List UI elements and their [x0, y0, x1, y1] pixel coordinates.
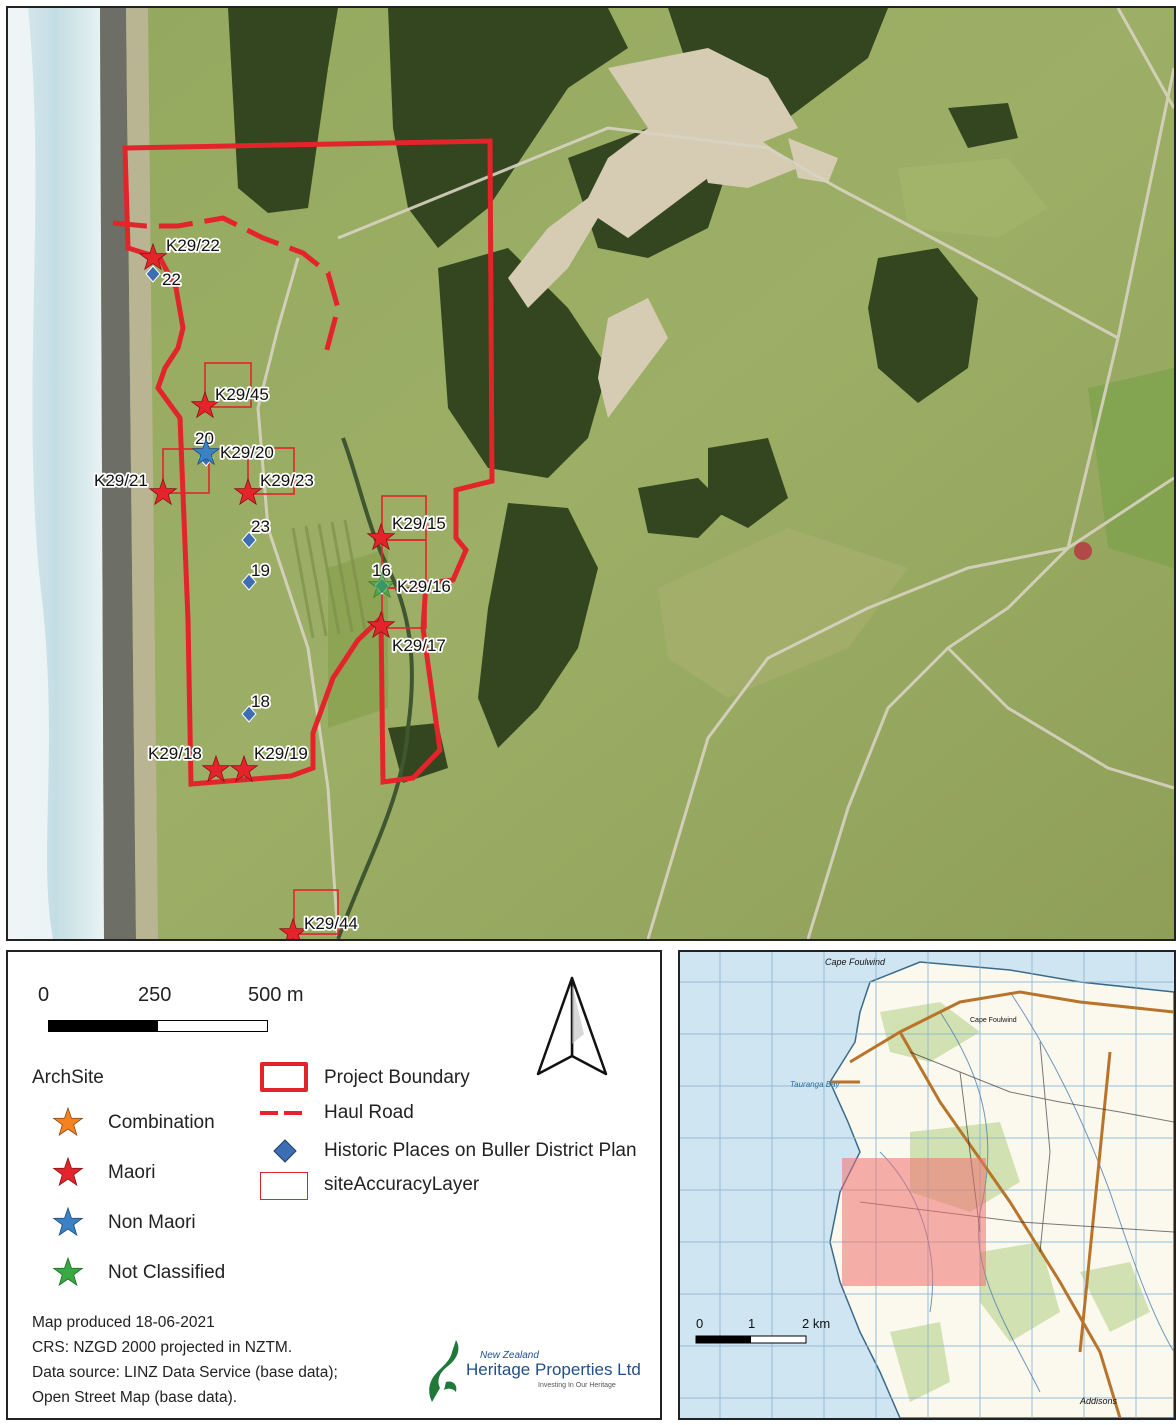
site-label: K29/44 — [304, 914, 358, 933]
historic-place-label: 19 — [251, 561, 270, 580]
historic-place-marker[interactable] — [241, 705, 257, 723]
roads — [256, 8, 1174, 939]
not-classified-star-icon — [52, 1256, 84, 1287]
paddock — [658, 528, 908, 698]
maori-site-star[interactable] — [190, 390, 220, 419]
project-boundary — [122, 138, 495, 787]
haul-road — [112, 215, 341, 354]
place-label: Tauranga Bay — [790, 1080, 841, 1089]
scale-bar — [48, 1020, 268, 1032]
site-accuracy-swatch — [260, 1172, 308, 1200]
historic-place-label: 22 — [162, 270, 181, 289]
historic-place-diamond-icon — [273, 1139, 297, 1163]
surf-foam — [8, 8, 53, 939]
main-map[interactable]: 22 20 23 19 16 18 K29/22 K29/45 K29/20 K… — [6, 6, 1176, 941]
maori-site-star[interactable] — [148, 477, 178, 506]
layer-label: Project Boundary — [324, 1067, 470, 1088]
historic-place-label: 18 — [251, 692, 270, 711]
logo-line2: Heritage Properties Ltd — [466, 1360, 641, 1379]
project-boundary-swatch — [260, 1062, 308, 1092]
layer-label: Historic Places on Buller District Plan — [324, 1140, 637, 1161]
locator-map[interactable]: Cape Foulwind Cape Foulwind Tauranga Bay… — [678, 950, 1176, 1420]
map-note: CRS: NZGD 2000 projected in NZTM. — [32, 1339, 293, 1356]
layer-label: siteAccuracyLayer — [324, 1174, 480, 1195]
site-label: K29/16 — [397, 577, 451, 596]
north-arrow-icon — [536, 976, 608, 1076]
site-label: K29/20 — [220, 443, 274, 462]
maori-site-star[interactable] — [278, 917, 308, 939]
site-label: K29/17 — [392, 636, 446, 655]
site-label: K29/22 — [166, 236, 220, 255]
place-label: Cape Foulwind — [970, 1017, 1017, 1024]
haul-road-swatch — [260, 1111, 308, 1115]
historic-place-label: 16 — [372, 561, 391, 580]
site-label: K29/21 — [94, 471, 148, 490]
archsite-label: Combination — [108, 1112, 215, 1133]
locator-scale-label: 2 km — [802, 1316, 830, 1331]
archsite-label: Not Classified — [108, 1262, 226, 1283]
maori-site-star[interactable] — [138, 242, 168, 271]
layer-label: Haul Road — [324, 1102, 414, 1123]
site-label: K29/45 — [215, 385, 269, 404]
historic-place-label: 23 — [251, 517, 270, 536]
locator-scale-label: 0 — [696, 1316, 703, 1331]
maori-site-star[interactable] — [229, 754, 259, 783]
maori-star-icon — [52, 1156, 84, 1187]
stream — [336, 437, 414, 939]
place-label: Addisons — [1079, 1396, 1118, 1406]
legend-panel: 0 250 500 m ArchSite Combination Maori N… — [6, 950, 662, 1420]
maori-site-star[interactable] — [366, 522, 396, 551]
historic-place-marker[interactable] — [145, 265, 161, 283]
locator-roads — [830, 990, 1174, 1418]
maori-site-star[interactable] — [201, 754, 231, 783]
scale-label: 0 — [38, 984, 50, 1006]
logo-line3: Investing In Our Heritage — [538, 1382, 616, 1389]
scale-label: 250 — [138, 984, 172, 1006]
site-label: K29/23 — [260, 471, 314, 490]
maori-site-star[interactable] — [366, 610, 396, 639]
historic-place-label: 20 — [195, 429, 214, 448]
maori-site-star[interactable] — [233, 477, 263, 506]
logo-line1: New Zealand — [480, 1350, 539, 1361]
place-label: Cape Foulwind — [825, 957, 886, 967]
map-note: Open Street Map (base data). — [32, 1389, 238, 1406]
non-maori-star-icon — [52, 1206, 84, 1237]
archsite-label: Maori — [108, 1162, 156, 1183]
combination-star-icon — [52, 1106, 84, 1137]
heritage-logo-icon — [429, 1340, 459, 1402]
site-label: K29/15 — [392, 514, 446, 533]
locator-map-svg: Cape Foulwind Cape Foulwind Tauranga Bay… — [680, 952, 1174, 1418]
aerial-map-svg: 22 20 23 19 16 18 K29/22 K29/45 K29/20 K… — [8, 8, 1174, 939]
arch-sites: K29/22 K29/45 K29/20 K29/21 K29/23 K29/1… — [92, 234, 453, 939]
dune-strip — [126, 8, 158, 939]
site-label: K29/18 — [148, 744, 202, 763]
archsite-label: Non Maori — [108, 1212, 196, 1233]
archsite-title: ArchSite — [32, 1067, 104, 1088]
historic-place-marker[interactable] — [241, 573, 257, 591]
scale-label: 500 m — [248, 984, 304, 1006]
non-maori-site-star[interactable] — [191, 437, 221, 466]
historic-place-marker[interactable] — [241, 531, 257, 549]
site-label: K29/19 — [254, 744, 308, 763]
map-note: Map produced 18-06-2021 — [32, 1314, 215, 1331]
study-area-highlight — [842, 1158, 986, 1286]
map-note: Data source: LINZ Data Service (base dat… — [32, 1364, 338, 1381]
locator-scale-label: 1 — [748, 1316, 755, 1331]
green-paddock — [1088, 368, 1174, 568]
